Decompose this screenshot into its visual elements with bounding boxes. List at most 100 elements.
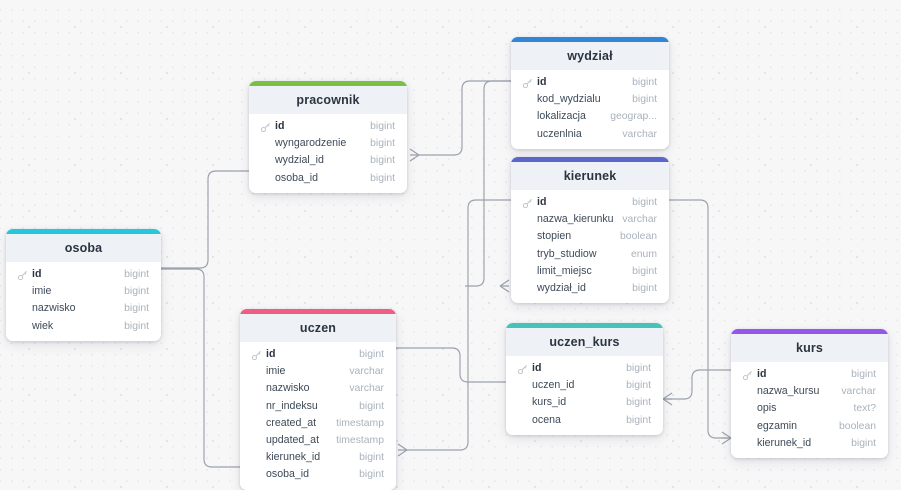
field-type: bigint [626, 380, 651, 392]
field-name: nr_indeksu [266, 399, 318, 412]
field-name: id [537, 76, 547, 88]
field-type: bigint [370, 121, 395, 132]
field-type: bigint [124, 286, 149, 298]
field-type: boolean [839, 420, 876, 432]
field-type: enum [631, 248, 657, 260]
field-type: varchar [349, 366, 384, 378]
field-icon-slot [522, 129, 533, 140]
field-name: egzamin [757, 419, 798, 432]
field-icon-slot [522, 283, 533, 294]
field-name: uczenlnia [537, 127, 582, 140]
field-type: bigint [632, 282, 657, 294]
field-icon-slot [742, 403, 753, 414]
field-name: nazwisko [32, 302, 76, 315]
crowfoot-pracownik-wydzial [409, 148, 420, 162]
field-type: bigint [626, 363, 651, 374]
table-title[interactable]: uczen_kurs [506, 328, 663, 356]
field-type: bigint [359, 469, 384, 481]
field-type: varchar [841, 386, 876, 398]
table-title[interactable]: uczen [240, 314, 396, 342]
field-name: limit_miejsc [537, 264, 592, 277]
field-name: kierunek_id [266, 451, 321, 464]
field-name: opis [757, 402, 777, 415]
field-name: wydział_id [537, 281, 586, 294]
table-accent-bar [731, 329, 888, 334]
table-title[interactable]: pracownik [249, 86, 407, 114]
field-row-primary-key[interactable]: id bigint [511, 74, 669, 91]
table-title[interactable]: osoba [6, 234, 161, 262]
field-type: boolean [620, 231, 657, 243]
field-type: bigint [632, 77, 657, 88]
field-row[interactable]: egzamin boolean [731, 418, 888, 435]
field-icon-slot [260, 155, 271, 166]
field-icon-slot [251, 435, 262, 446]
table-accent-bar [506, 323, 663, 328]
table-accent-bar [240, 309, 396, 314]
field-type: timestamp [336, 417, 384, 429]
table-title[interactable]: wydział [511, 42, 669, 70]
field-name: nazwa_kursu [757, 385, 820, 398]
field-icon-slot [522, 249, 533, 260]
field-name: id [757, 368, 767, 380]
field-type: bigint [124, 269, 149, 280]
field-name: id [537, 196, 547, 208]
table-title[interactable]: kurs [731, 334, 888, 362]
key-icon [522, 198, 533, 209]
field-name: id [266, 348, 276, 360]
rel-osoba-pracownik [161, 170, 249, 269]
field-type: varchar [622, 214, 657, 226]
rel-wydzial-kierunek [465, 80, 511, 287]
key-icon [742, 370, 753, 381]
field-icon-slot [251, 469, 262, 480]
field-row[interactable]: nazwa_kursu varchar [731, 383, 888, 400]
field-row[interactable]: wydział_id bigint [511, 280, 669, 297]
field-type: bigint [370, 172, 395, 184]
field-type: bigint [626, 397, 651, 409]
field-icon-slot [251, 383, 262, 394]
table-title[interactable]: kierunek [511, 162, 669, 190]
